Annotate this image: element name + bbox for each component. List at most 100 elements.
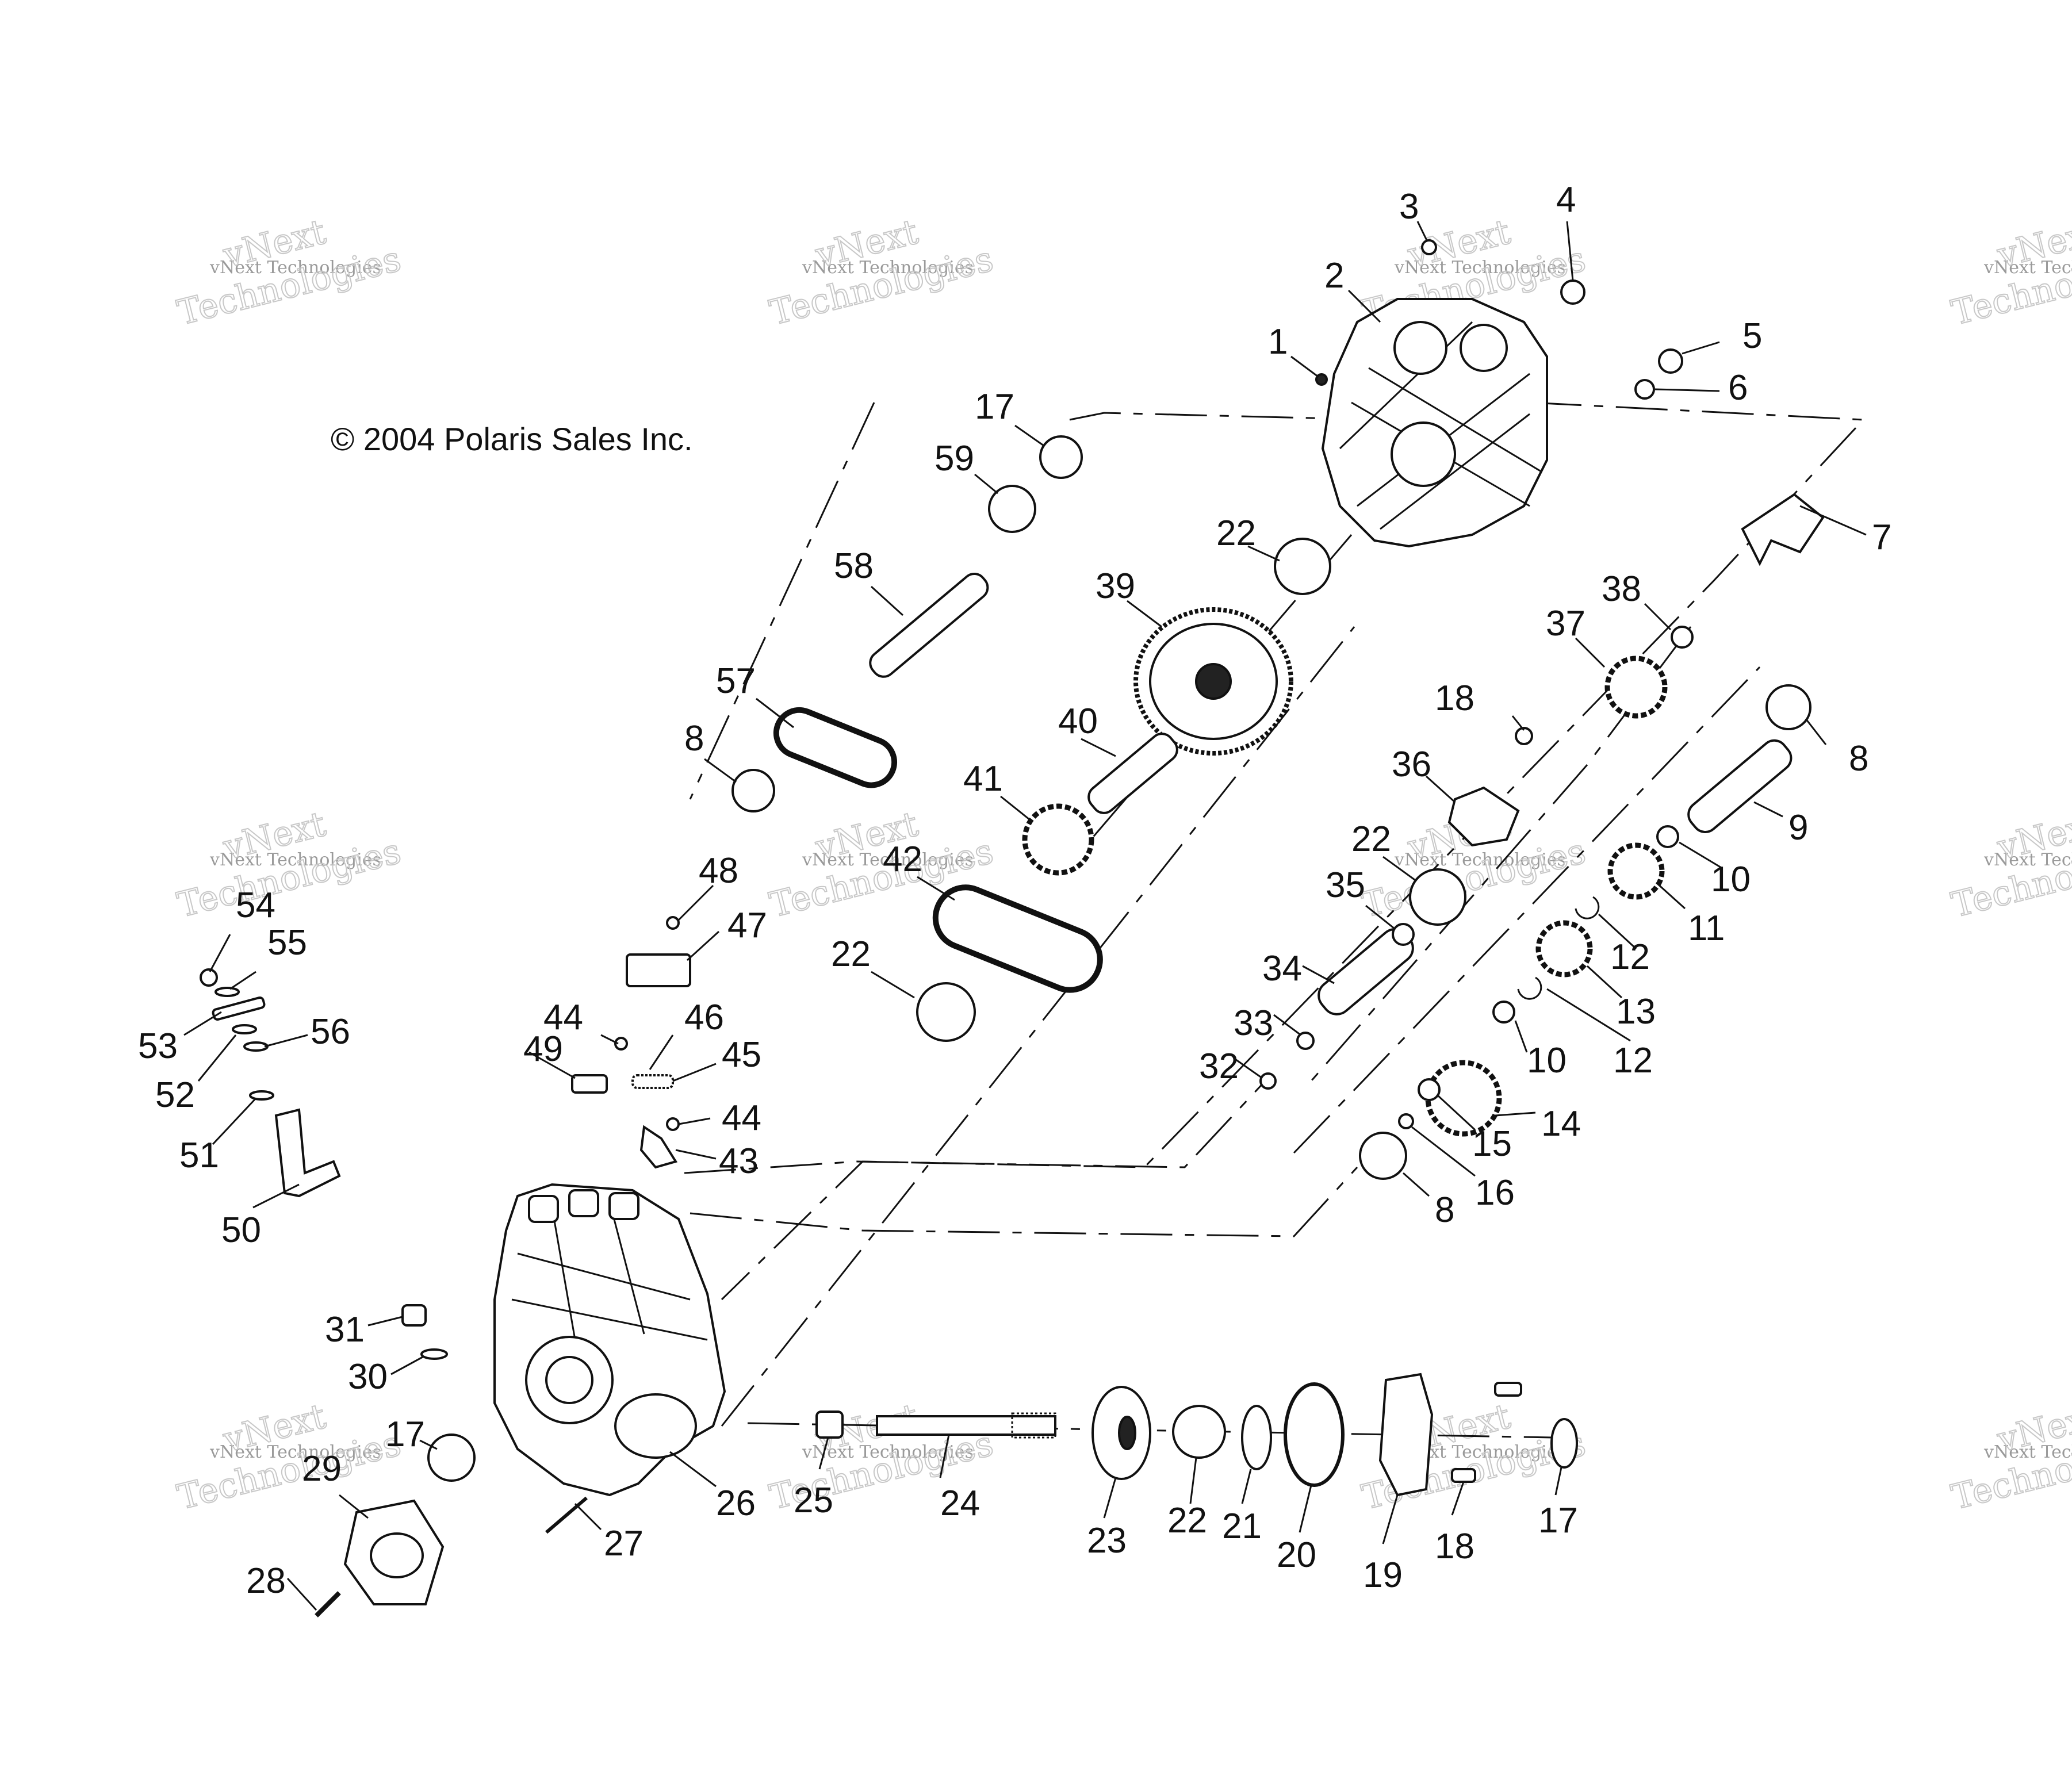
leader — [1127, 600, 1162, 628]
callout-label: 8 — [1849, 739, 1868, 779]
leader — [649, 1034, 674, 1070]
oring-30 — [420, 1348, 448, 1360]
watermark-line: vNext Technologies — [802, 258, 974, 278]
assembly-line — [1069, 412, 1335, 421]
shaft-body — [876, 1415, 1056, 1436]
assembly-line — [689, 402, 875, 800]
callout-label: 44 — [543, 998, 583, 1037]
callout-label: 5 — [1742, 316, 1762, 356]
assembly-line — [1310, 626, 1692, 1082]
watermark-line: vNext Technologies — [802, 850, 974, 870]
case-bore — [545, 1356, 593, 1404]
callout-label: 17 — [385, 1415, 425, 1454]
shaft-24-part — [815, 1410, 1056, 1439]
watermark-line: vNext Technologies — [209, 1442, 381, 1462]
bearings — [427, 435, 1811, 1482]
callout-label: 40 — [1058, 702, 1098, 741]
callout-label: 27 — [604, 1524, 644, 1563]
callout-label: 55 — [267, 923, 307, 963]
watermark: vNext Technologies vNext Technologies — [173, 803, 405, 926]
leader — [1302, 965, 1335, 984]
shift-shaft-50 — [274, 1108, 341, 1198]
clip-12 — [1517, 976, 1542, 1000]
callout-label: 37 — [1546, 604, 1585, 643]
leader — [1000, 795, 1030, 821]
callout-label: 58 — [834, 546, 874, 586]
watermark-line: vNext Technologies — [1394, 850, 1566, 870]
washer-33 — [1296, 1032, 1315, 1050]
leader — [974, 473, 998, 495]
callout-label: 50 — [221, 1210, 261, 1250]
hardware — [200, 239, 1694, 1617]
bolt-18 — [1494, 1382, 1522, 1397]
callout-label: 42 — [883, 840, 922, 879]
watermark-group: vNext Technologies vNext Technologies vN… — [173, 211, 2072, 1518]
washer-35 — [1392, 923, 1415, 946]
bearing-22 — [1274, 538, 1331, 595]
leader — [818, 1437, 829, 1470]
washer-32 — [1259, 1072, 1277, 1090]
leader — [675, 1149, 717, 1160]
callout-label: 2 — [1324, 256, 1344, 296]
leader — [1566, 221, 1574, 281]
callout-label: 12 — [1610, 937, 1650, 977]
callout-label: 49 — [523, 1029, 563, 1069]
case-bore — [1393, 321, 1447, 375]
callout-label: 22 — [831, 934, 871, 974]
bolt-28 — [315, 1591, 341, 1617]
leader — [1081, 738, 1116, 757]
bearing-17 — [427, 1433, 476, 1482]
callouts: 1 2 3 4 5 6 7 8 8 8 9 10 10 11 12 12 13 … — [138, 180, 1891, 1601]
washer-51 — [249, 1090, 274, 1101]
watermark: vNext Technologies vNext Technologies — [1947, 1396, 2072, 1518]
leader — [1514, 1020, 1528, 1053]
bearing-59 — [988, 485, 1036, 533]
callout-label: 24 — [940, 1484, 980, 1523]
sensor-49 — [571, 1074, 608, 1094]
callout-label: 59 — [934, 439, 974, 478]
watermark: vNext Technologies vNext Technologies — [1947, 803, 2072, 926]
plate-36 — [1447, 786, 1520, 847]
leader — [704, 758, 737, 783]
callout-label: 11 — [1688, 909, 1725, 948]
bolt-18 — [1515, 727, 1533, 745]
leader — [528, 1051, 576, 1079]
sleeve-25 — [815, 1410, 844, 1439]
leader — [1644, 603, 1672, 631]
callout-label: 22 — [1216, 513, 1256, 553]
leader — [197, 1034, 237, 1082]
lower-case-part — [493, 1183, 726, 1497]
leader — [1411, 1126, 1476, 1177]
leader — [1273, 1014, 1301, 1036]
bearing-22 — [1172, 1405, 1226, 1459]
leader — [390, 1356, 423, 1375]
shaft-58 — [869, 572, 989, 678]
callout-label: 31 — [325, 1310, 365, 1350]
watermark: vNext Technologies vNext Technologies — [173, 211, 405, 334]
callout-label: 32 — [1199, 1047, 1239, 1086]
leader — [677, 884, 714, 921]
upper-case-part — [1321, 298, 1548, 548]
leader — [367, 1316, 403, 1327]
leader — [1575, 637, 1606, 668]
washer-52 — [232, 1024, 257, 1034]
callout-label: 17 — [975, 387, 1014, 427]
watermark: vNext Technologies vNext Technologies — [173, 1396, 405, 1518]
sprocket-41 — [1022, 803, 1094, 876]
leader — [419, 1439, 438, 1450]
watermark-line: vNext Technologies — [1394, 258, 1566, 278]
housing-29-bore — [370, 1532, 424, 1578]
fitting-31 — [401, 1304, 427, 1327]
bolt-44 — [666, 1117, 680, 1131]
leader — [1451, 1481, 1465, 1516]
leader — [600, 1034, 619, 1045]
callout-label: 12 — [1613, 1041, 1653, 1080]
callout-label: 18 — [1435, 1527, 1474, 1566]
bolt-1 — [1315, 373, 1328, 386]
leader — [1679, 841, 1723, 869]
sprocket-13 — [1535, 920, 1593, 978]
callout-label: 53 — [138, 1026, 178, 1066]
case-ribs — [511, 1201, 708, 1341]
leader — [1682, 341, 1720, 355]
